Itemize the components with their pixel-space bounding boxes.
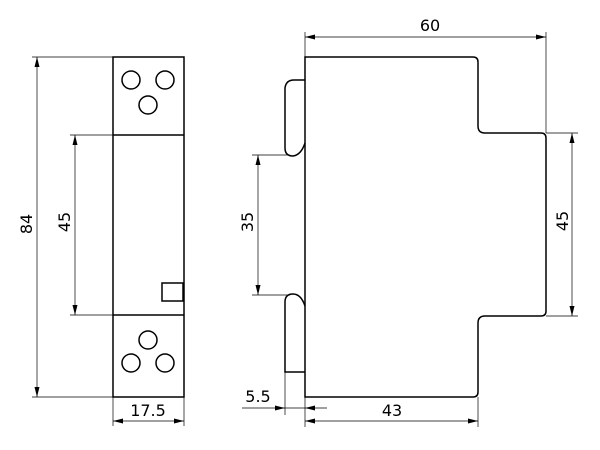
offset-arrow-right (305, 405, 315, 411)
width-arrow-right (174, 418, 184, 424)
height-arrow-bottom (34, 387, 40, 397)
rail-arrow-bottom (255, 285, 261, 295)
side-depth-label: 60 (420, 16, 440, 35)
front-view-body (112, 56, 185, 398)
top-screw-right-icon (155, 70, 175, 90)
side-front-height-label: 45 (553, 211, 572, 231)
height-arrow-top (34, 57, 40, 67)
depth-arrow-right (536, 34, 546, 40)
side-offset-label: 5.5 (245, 387, 270, 406)
offset-arrow-left (275, 405, 285, 411)
width-arrow-left (113, 418, 123, 424)
front-height-label: 84 (17, 214, 36, 234)
depth-arrow-left (305, 34, 315, 40)
body-depth-arrow-right (468, 418, 478, 424)
bottom-screw-center-icon (138, 330, 158, 350)
front-window-label: 45 (55, 212, 74, 232)
front-view: 84 45 17.5 (17, 56, 185, 426)
window-arrow-bottom (72, 305, 78, 315)
top-screw-center-icon (138, 95, 158, 115)
rail-clip-lower (284, 293, 306, 373)
rail-clip-upper (284, 79, 306, 157)
top-screw-left-icon (121, 70, 141, 90)
side-view-body (304, 56, 547, 398)
rail-arrow-top (255, 155, 261, 165)
body-depth-arrow-left (305, 418, 315, 424)
front-arrow-bottom (569, 306, 575, 316)
bottom-screw-right-icon (155, 353, 175, 373)
indicator-window (161, 282, 184, 302)
window-arrow-top (72, 135, 78, 145)
front-arrow-top (569, 133, 575, 143)
side-body-depth-label: 43 (382, 401, 402, 420)
front-width-label: 17.5 (130, 401, 166, 420)
side-rail-label: 35 (238, 212, 257, 232)
bottom-screw-left-icon (121, 353, 141, 373)
side-view: 60 35 45 5.5 43 (238, 16, 578, 427)
